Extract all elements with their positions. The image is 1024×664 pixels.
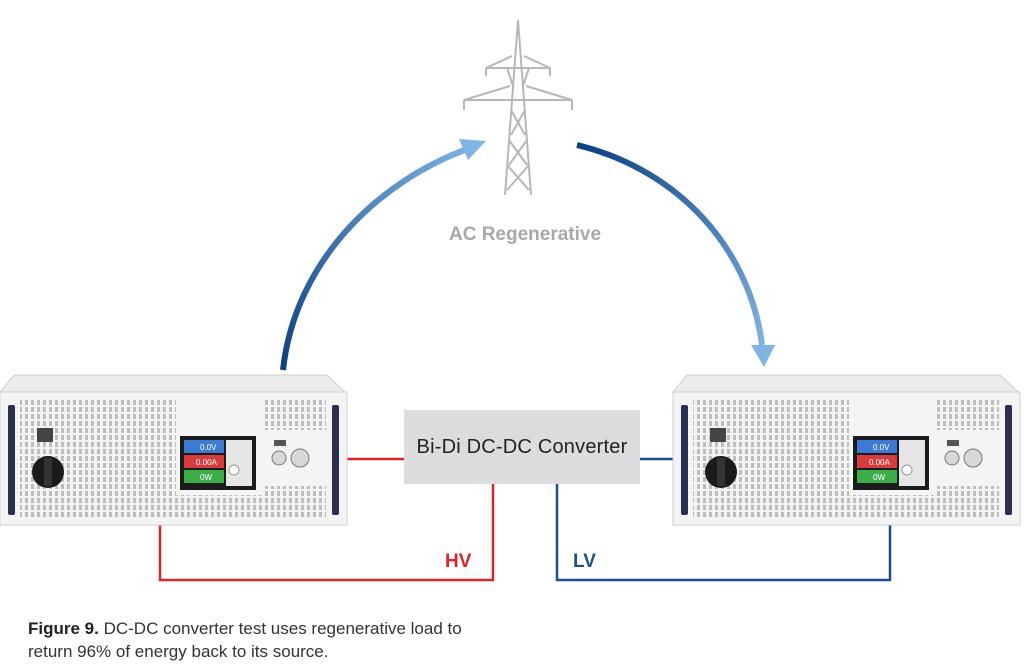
caption-label: Figure 9.: [28, 619, 99, 638]
left-screen-power: 0W: [200, 473, 212, 482]
figure-caption: Figure 9. DC-DC converter test uses rege…: [28, 617, 498, 663]
arrow-from-grid-head: [751, 345, 775, 367]
right-screen-current: 0.00A: [869, 458, 891, 467]
right-screen-voltage: 0.0V: [873, 443, 890, 452]
converter-box: Bi-Di DC-DC Converter: [404, 410, 640, 484]
arrow-to-grid-head: [459, 139, 486, 160]
ac-regenerative-label: AC Regenerative: [448, 224, 602, 245]
hv-label: HV: [445, 551, 472, 572]
caption-text: DC-DC converter test uses regenerative l…: [28, 619, 462, 661]
lv-wiring: [555, 457, 892, 582]
power-supply-left: 0.0V 0.00A 0W: [0, 374, 348, 526]
hv-wiring: [158, 457, 495, 582]
arrow-from-grid: [576, 142, 765, 346]
converter-label: Bi-Di DC-DC Converter: [416, 435, 628, 458]
lv-label: LV: [573, 551, 596, 572]
power-tower-icon: [463, 19, 573, 196]
power-supply-right: 0.0V 0.00A 0W: [671, 374, 1021, 526]
left-screen-voltage: 0.0V: [200, 443, 217, 452]
left-screen-current: 0.00A: [196, 458, 218, 467]
arrow-to-grid: [280, 145, 472, 371]
right-screen-power: 0W: [873, 473, 885, 482]
